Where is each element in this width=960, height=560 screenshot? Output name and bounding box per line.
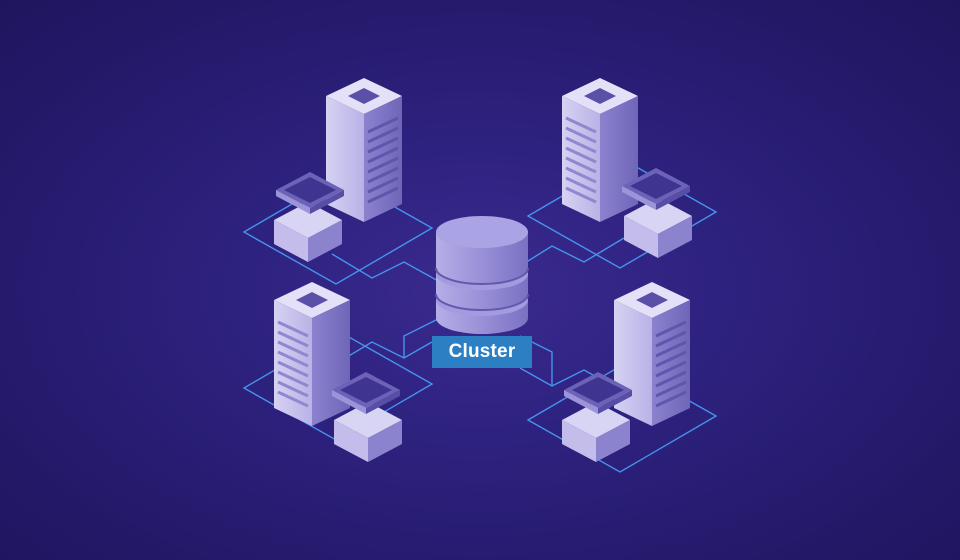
chip-module-icon <box>622 168 692 258</box>
chip-module-icon <box>274 172 344 262</box>
cluster-label: Cluster <box>432 336 532 368</box>
chip-module-icon <box>332 372 402 462</box>
server-rack-icon <box>562 78 638 222</box>
server-bottom-right <box>562 282 690 462</box>
database-icon <box>435 216 529 334</box>
server-bottom-left <box>274 282 402 462</box>
server-rack-icon <box>614 282 690 426</box>
connector-top-left <box>331 253 441 283</box>
server-top-right <box>562 78 692 258</box>
connector-bottom-left <box>331 341 433 367</box>
server-rack-icon <box>274 282 350 426</box>
chip-module-icon <box>562 372 632 462</box>
connector-top-right <box>519 237 625 267</box>
connector-center-left <box>403 317 441 358</box>
server-rack-icon <box>326 78 402 222</box>
server-top-left <box>274 78 402 262</box>
